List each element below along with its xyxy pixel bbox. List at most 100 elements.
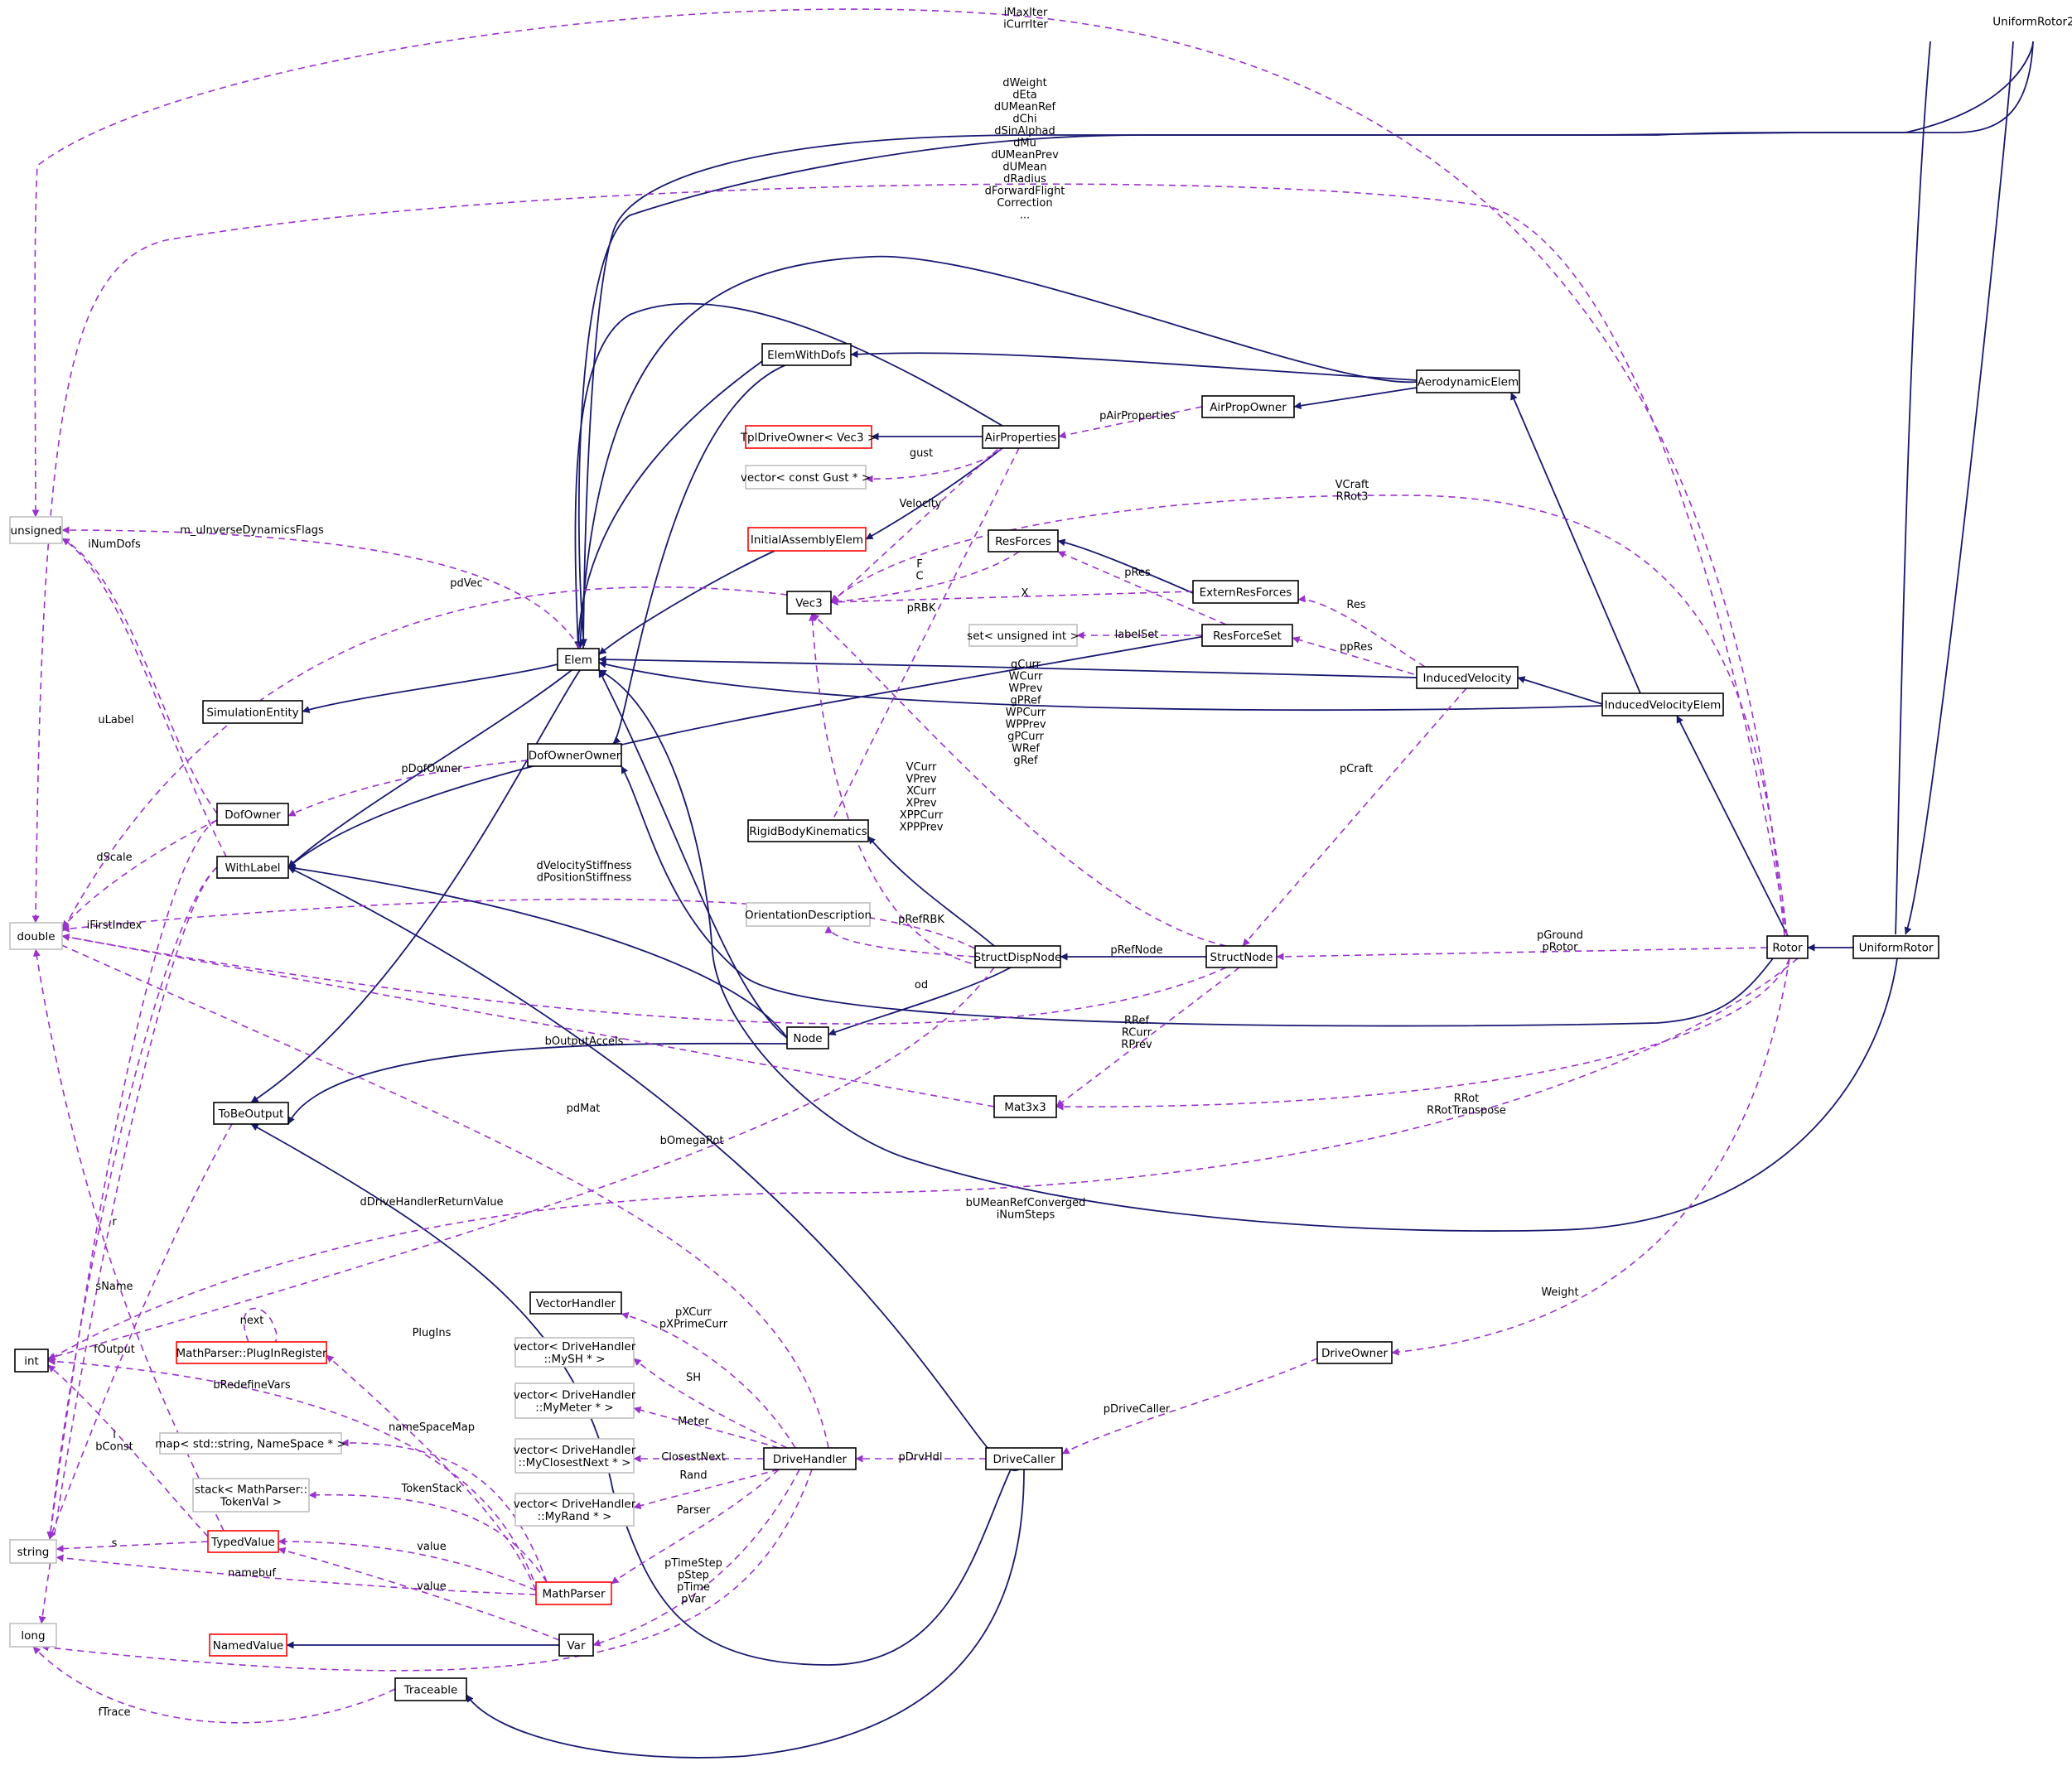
edge-label-fTrace: fTrace — [98, 1706, 130, 1719]
node-initialassemblyelem[interactable]: InitialAssemblyElem — [747, 527, 867, 552]
node-rigidbodykinematics[interactable]: RigidBodyKinematics — [747, 819, 869, 842]
node-box — [9, 1539, 57, 1564]
usage-edge-73 — [621, 1311, 796, 1449]
node-drivehandler[interactable]: DriveHandler — [763, 1447, 857, 1470]
node-box — [974, 945, 1061, 968]
node-label: DofOwnerOwner — [529, 750, 621, 763]
node-label: RigidBodyKinematics — [749, 825, 867, 838]
usage-edge-88 — [56, 1554, 537, 1595]
node-stacktokenval[interactable]: stack< MathParser::TokenVal > — [192, 1478, 310, 1513]
node-box — [159, 1432, 342, 1455]
node-box — [745, 425, 872, 449]
node-namedvalue[interactable]: NamedValue — [209, 1633, 287, 1657]
usage-edge-43 — [831, 425, 1024, 603]
node-aerodynamicelem[interactable]: AerodynamicElem — [1416, 369, 1520, 393]
node-traceable[interactable]: Traceable — [394, 1677, 467, 1701]
usage-edge-79 — [592, 1469, 800, 1647]
node-vectormyclosestnext[interactable]: vector< DriveHandler::MyClosestNext * > — [514, 1438, 636, 1474]
node-double[interactable]: double — [9, 922, 63, 950]
node-elem[interactable]: Elem — [557, 648, 600, 671]
node-box — [209, 1633, 287, 1657]
node-pluginregister[interactable]: MathParser::PlugInRegister — [176, 1341, 327, 1364]
node-int[interactable]: int — [14, 1349, 49, 1373]
inheritance-edge-10 — [850, 350, 1418, 381]
node-label: ::MyMeter * > — [535, 1402, 613, 1415]
inheritance-edge-14 — [574, 302, 1003, 649]
node-uniformrotor2[interactable]: UniformRotor2 — [1992, 16, 2072, 29]
inheritance-edge-22 — [287, 669, 572, 868]
node-label: ToBeOutput — [218, 1107, 284, 1121]
node-label: Elem — [564, 654, 592, 667]
edge-label-uLabel: uLabel — [98, 714, 133, 726]
node-vectorhandler[interactable]: VectorHandler — [529, 1291, 622, 1315]
node-string[interactable]: string — [9, 1539, 57, 1564]
node-elemwithdofs[interactable]: ElemWithDofs — [761, 343, 852, 366]
node-inducedvelocity[interactable]: InducedVelocity — [1416, 666, 1519, 689]
node-setunsigned[interactable]: set< unsigned int > — [967, 624, 1079, 647]
inheritance-edge-34 — [466, 1469, 1025, 1759]
node-box — [514, 1493, 635, 1527]
inheritance-edge-33 — [250, 1123, 1012, 1666]
edge-label-bOmegaRot: bOmegaRot — [660, 1135, 724, 1147]
node-inducedvelocityelem[interactable]: InducedVelocityElem — [1601, 692, 1724, 717]
node-dofownerowner[interactable]: DofOwnerOwner — [527, 743, 622, 767]
node-vectormymeter[interactable]: vector< DriveHandler::MyMeter * > — [514, 1382, 636, 1419]
node-resforces[interactable]: ResForces — [988, 529, 1059, 552]
node-simulationentity[interactable]: SimulationEntity — [202, 700, 303, 724]
node-withlabel[interactable]: WithLabel — [216, 856, 289, 879]
node-vectormysh[interactable]: vector< DriveHandler::MySH * > — [514, 1337, 636, 1368]
node-mapnamespace[interactable]: map< std::string, NameSpace * > — [155, 1432, 346, 1455]
usage-edge-72 — [41, 935, 829, 1449]
node-driveowner[interactable]: DriveOwner — [1316, 1341, 1393, 1364]
usage-edge-36 — [31, 8, 1785, 937]
node-label: ResForceSet — [1213, 630, 1282, 643]
node-externresforces[interactable]: ExternResForces — [1192, 580, 1299, 604]
node-structdispnode[interactable]: StructDispNode — [974, 945, 1062, 968]
node-vectorgust[interactable]: vector< const Gust * > — [741, 465, 871, 490]
node-long[interactable]: long — [9, 1623, 57, 1648]
node-tpldriveowner[interactable]: TplDriveOwner< Vec3 > — [740, 425, 877, 449]
node-orientationdescription[interactable]: OrientationDescription — [745, 902, 872, 927]
node-label: MathParser — [542, 1588, 605, 1601]
edge-label-Parser: Parser — [677, 1504, 711, 1517]
node-box — [761, 343, 852, 366]
usage-edge-54 — [811, 613, 1227, 947]
edge-label-bOutputAccels: bOutputAccels — [545, 1035, 624, 1048]
node-dofowner[interactable]: DofOwner — [216, 803, 289, 826]
node-var[interactable]: Var — [558, 1633, 594, 1657]
node-mat3x3[interactable]: Mat3x3 — [993, 1095, 1057, 1118]
node-rotor[interactable]: Rotor — [1766, 935, 1809, 959]
node-airproperties[interactable]: AirProperties — [982, 425, 1060, 449]
node-box — [529, 1291, 622, 1315]
node-typedvalue[interactable]: TypedValue — [207, 1530, 279, 1553]
node-airpropowner[interactable]: AirPropOwner — [1201, 395, 1295, 418]
inheritance-edge-26 — [867, 836, 995, 947]
node-vec3[interactable]: Vec3 — [786, 591, 832, 615]
node-label: DriveHandler — [773, 1453, 848, 1466]
node-unsigned[interactable]: unsigned — [9, 516, 63, 544]
edge-label-PlugIns: PlugIns — [413, 1327, 452, 1339]
usage-edge-50 — [1057, 551, 1227, 625]
usage-edge-48 — [830, 591, 1194, 606]
inheritance-edge-9 — [598, 655, 1418, 678]
node-label: WithLabel — [225, 861, 280, 875]
node-label: Traceable — [403, 1684, 458, 1697]
node-tobeoutput[interactable]: ToBeOutput — [213, 1102, 289, 1125]
node-vectormyrand[interactable]: vector< DriveHandler::MyRand * > — [514, 1493, 636, 1527]
node-mathparser[interactable]: MathParser — [535, 1581, 612, 1605]
edge-label-pdVec: pdVec — [450, 577, 483, 590]
edge-label-X: X — [1022, 587, 1029, 600]
node-box — [9, 516, 63, 544]
node-node[interactable]: Node — [786, 1026, 829, 1049]
node-label: AerodynamicElem — [1418, 376, 1519, 389]
node-label: VectorHandler — [536, 1297, 616, 1310]
node-resforceset[interactable]: ResForceSet — [1201, 624, 1293, 647]
edge-label-od: od — [915, 979, 928, 992]
node-structnode[interactable]: StructNode — [1205, 945, 1277, 968]
node-uniformrotor[interactable]: UniformRotor — [1852, 935, 1939, 959]
node-drivecaller[interactable]: DriveCaller — [985, 1447, 1063, 1470]
node-label: Var — [567, 1639, 585, 1653]
node-label: InitialAssemblyElem — [751, 533, 863, 547]
